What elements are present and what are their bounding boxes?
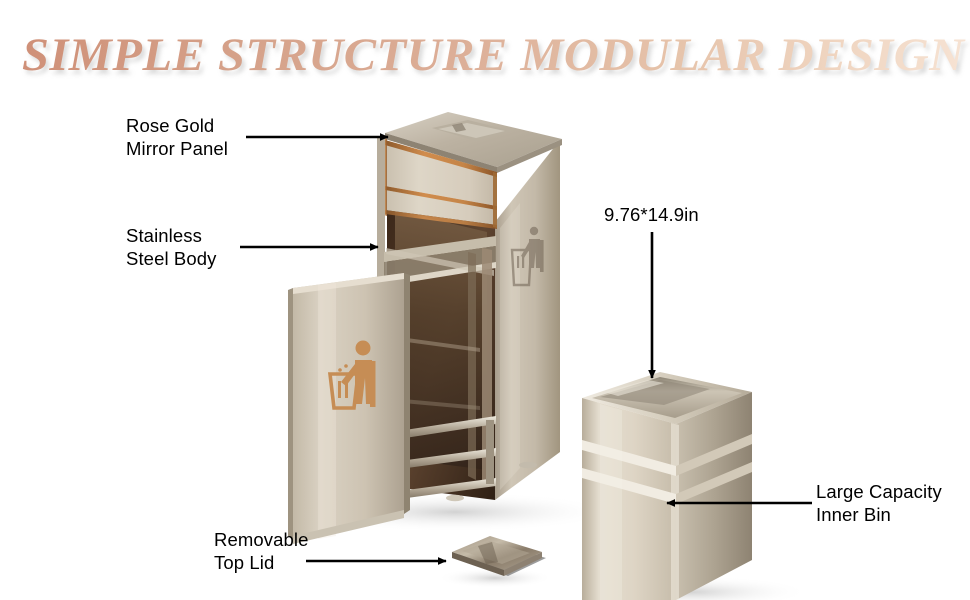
cabinet-top-plate-edge: [385, 133, 497, 173]
interior-rail-mid: [468, 252, 476, 480]
cabinet-foot-mid: [446, 494, 464, 502]
top-lid: [452, 536, 546, 576]
door-panel-left-edge: [288, 288, 293, 540]
bin-inner-shadow: [600, 380, 710, 405]
bin-corner-highlight: [671, 423, 679, 600]
cabinet-side-highlight: [500, 203, 520, 490]
door-panel-bottom-foot: [293, 510, 404, 544]
interior-reflection-1: [392, 336, 480, 352]
callout-removable-top-lid: Removable Top Lid: [214, 529, 309, 573]
callout-dimension: 9.76*14.9in: [604, 204, 699, 225]
bin-band-upper-side: [676, 434, 752, 476]
slide-rail-top: [392, 416, 496, 440]
trash-person-icon-door: [327, 340, 376, 410]
lid-front-edge: [452, 552, 504, 576]
lid-ground-shadow: [437, 568, 553, 588]
copper-accent-mid: [385, 186, 497, 210]
door-panel-sheen: [318, 283, 336, 539]
copper-accent-top: [385, 140, 497, 177]
rose-gold-panel-band2: [385, 190, 497, 225]
page-title: SIMPLE STRUCTURE MODULAR DESIGN: [22, 24, 970, 86]
door-panel-top-edge: [293, 273, 404, 294]
callout-arrows: [240, 133, 812, 565]
callout-rose-gold-mirror-panel: Rose Gold Mirror Panel: [126, 115, 228, 159]
copper-accent-lower: [385, 210, 497, 229]
callout-stainless-steel-body: Stainless Steel Body: [126, 225, 217, 269]
inner-bin: [582, 372, 752, 600]
door-panel-right-edge: [404, 273, 410, 514]
rose-gold-panel-face: [385, 140, 497, 206]
copper-edge-right: [493, 172, 497, 228]
slide-rail-diag-right: [486, 420, 494, 484]
bin-band-lower-side: [676, 462, 752, 504]
slide-rail-bottom: [392, 478, 496, 500]
slide-rail-mid: [392, 448, 496, 470]
bin-front-sheen: [600, 404, 622, 600]
bin-inner-highlight: [604, 380, 664, 396]
cabinet-foot-right: [519, 461, 537, 469]
bin-band-lower-front: [582, 468, 676, 504]
interior-reflection-2: [392, 398, 480, 410]
front-door-panel: [288, 273, 410, 544]
cabinet-side-panel: [495, 140, 560, 500]
cabinet-body: [377, 112, 562, 509]
cabinet-top-plate-edge-right: [497, 139, 562, 173]
lid-reflection: [478, 542, 498, 564]
trash-slot-shadow: [452, 123, 466, 132]
lid-right-edge: [504, 552, 542, 576]
bin-band-upper-front: [582, 440, 676, 476]
interior-bar-diag: [386, 248, 494, 276]
callout-large-capacity-inner-bin: Large Capacity Inner Bin: [816, 481, 942, 525]
trash-person-icon-side: [510, 226, 544, 287]
